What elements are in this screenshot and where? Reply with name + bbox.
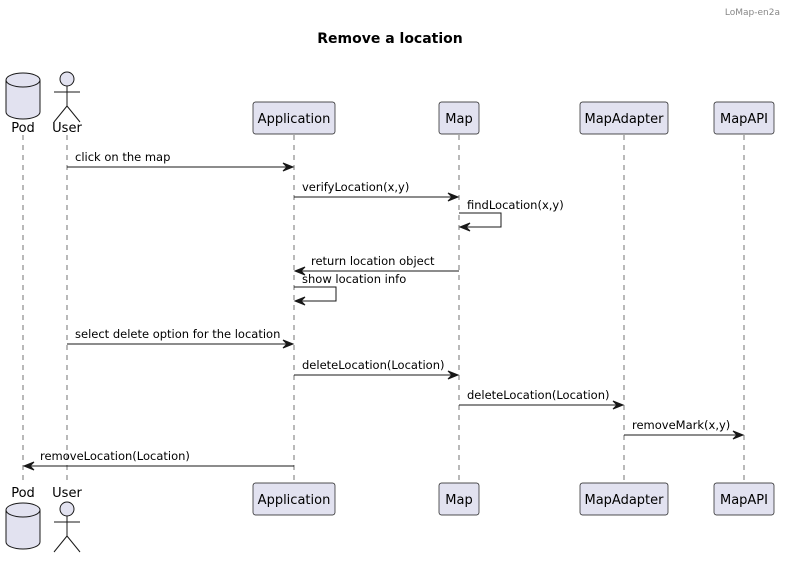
message-6: select delete option for the location — [67, 327, 295, 349]
watermark: LoMap-en2a — [725, 8, 780, 18]
arrow-head — [447, 370, 460, 380]
participant-label: MapAdapter — [584, 493, 664, 508]
message-label: removeLocation(Location) — [40, 449, 190, 463]
participant-pod-top: Pod — [5, 72, 41, 136]
message-3: findLocation(x,y) — [458, 198, 564, 232]
message-1: click on the map — [67, 150, 295, 172]
message-label: verifyLocation(x,y) — [302, 180, 409, 194]
participant-label: Map — [445, 493, 472, 508]
database-icon — [5, 502, 41, 550]
self-message-line — [294, 286, 337, 302]
participant-label: User — [52, 121, 82, 136]
participant-user-top: User — [52, 71, 82, 136]
participant-label: MapAdapter — [584, 112, 664, 127]
arrow-head — [282, 339, 295, 349]
database-icon — [5, 72, 41, 120]
message-label: return location object — [311, 254, 435, 268]
arrow-head — [612, 400, 625, 410]
self-message-line — [459, 212, 502, 228]
participant-mapadapter-top: MapAdapter — [579, 101, 669, 135]
participant-user-bottom: User — [52, 486, 82, 553]
message-label: removeMark(x,y) — [632, 418, 730, 432]
participant-label: Pod — [11, 121, 35, 136]
arrow-head — [293, 266, 306, 276]
participant-label: Pod — [11, 486, 35, 501]
message-label: select delete option for the location — [75, 327, 280, 341]
message-7: deleteLocation(Location) — [294, 358, 460, 380]
participant-mapadapter-bottom: MapAdapter — [579, 482, 669, 516]
participant-box — [252, 101, 336, 135]
participant-application-bottom: Application — [252, 482, 336, 516]
participant-box — [438, 482, 480, 516]
message-9: removeMark(x,y) — [624, 418, 745, 440]
participant-box — [579, 101, 669, 135]
participant-box — [438, 101, 480, 135]
participant-box — [252, 482, 336, 516]
arrow-head — [458, 222, 471, 232]
participant-map-top: Map — [438, 101, 480, 135]
messages: click on the map verifyLocation(x,y) findL… — [22, 150, 745, 471]
message-4: return location object — [293, 254, 459, 276]
participant-box — [713, 482, 775, 516]
arrow-head — [447, 192, 460, 202]
actor-icon — [53, 71, 81, 123]
message-2: verifyLocation(x,y) — [294, 180, 460, 202]
participant-map-bottom: Map — [438, 482, 480, 516]
actor-icon — [53, 501, 81, 553]
participants: PodPodUserUserApplicationApplicationMapM… — [5, 71, 775, 553]
participant-label: Application — [258, 112, 331, 127]
message-label: findLocation(x,y) — [467, 198, 564, 212]
message-label: click on the map — [75, 150, 170, 164]
participant-box — [713, 101, 775, 135]
participant-label: Application — [258, 493, 331, 508]
participant-mapapi-bottom: MapAPI — [713, 482, 775, 516]
arrow-head — [282, 162, 295, 172]
diagram-title: Remove a location — [317, 31, 463, 47]
participant-label: User — [52, 486, 82, 501]
participant-application-top: Application — [252, 101, 336, 135]
participant-label: MapAPI — [720, 112, 768, 127]
participant-box — [579, 482, 669, 516]
message-8: deleteLocation(Location) — [459, 388, 625, 410]
message-10: removeLocation(Location) — [22, 449, 294, 471]
lifelines — [22, 135, 745, 483]
arrow-head — [732, 430, 745, 440]
message-5: show location info — [293, 272, 406, 306]
message-label: deleteLocation(Location) — [302, 358, 444, 372]
message-label: show location info — [302, 272, 406, 286]
arrow-head — [22, 461, 35, 471]
arrow-head — [293, 296, 306, 306]
participant-label: Map — [445, 112, 472, 127]
participant-label: MapAPI — [720, 493, 768, 508]
participant-pod-bottom: Pod — [5, 486, 41, 550]
participant-mapapi-top: MapAPI — [713, 101, 775, 135]
message-label: deleteLocation(Location) — [467, 388, 609, 402]
